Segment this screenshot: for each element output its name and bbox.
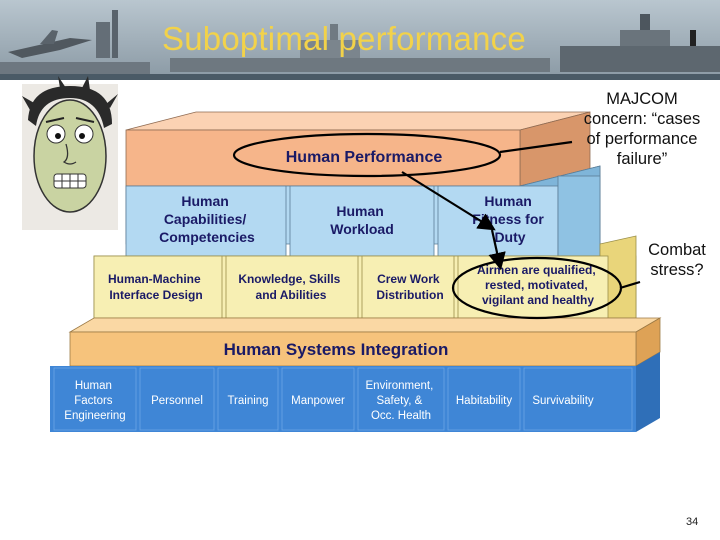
tier3-ksa-block — [225, 255, 359, 319]
base-hfe-line-1: Human — [75, 380, 112, 392]
tier3-interface-block — [93, 255, 223, 319]
svg-text:Human Capabilities/: Human Capabilities/ Competencies — [159, 193, 255, 245]
base-survivability-label: Survivability — [532, 395, 594, 407]
majcom-callout-line-4: failure” — [616, 150, 668, 168]
base-esoh-line-2: Safety, & — [376, 395, 422, 407]
base-esoh-cell — [357, 367, 445, 431]
page-number: 34 — [686, 516, 699, 528]
tier2-workload-block — [289, 185, 435, 257]
human-performance-block: Human Performance — [125, 111, 591, 187]
majcom-callout: MAJCOM concern: “cases of performance fa… — [566, 89, 718, 169]
combat-callout-line-2: stress? — [650, 261, 704, 279]
base-survivability-cell — [523, 367, 633, 431]
hsi-band: Human Systems Integration — [68, 317, 662, 367]
base-manpower-cell — [281, 367, 355, 431]
human-performance-label: Human Performance — [286, 149, 443, 166]
svg-text:Environment, Safety, &: Environment, Safety, & Occ. Health — [366, 380, 437, 422]
tier2-workload-line-2: Workload — [330, 221, 394, 237]
tier2-capabilities-line-3: Competencies — [159, 229, 255, 245]
base-hfe-line-2: Factors — [74, 395, 113, 407]
base-personnel-label: Personnel — [151, 395, 203, 407]
tier2-capabilities-block — [125, 185, 287, 257]
base-training-label: Training — [227, 395, 268, 407]
human-performance-oval — [232, 132, 502, 178]
tier2-fitness-line-3: Duty — [494, 229, 525, 245]
header-banner: Suboptimal performance — [0, 0, 720, 80]
base-esoh-line-3: Occ. Health — [371, 410, 431, 422]
majcom-callout-line-2: concern: “cases — [583, 110, 701, 128]
tier2-capabilities-line-2: Capabilities/ — [164, 211, 247, 227]
naval-photo-banner — [0, 0, 720, 80]
combat-connector-line — [619, 280, 641, 290]
tier2-workload-line-1: Human — [336, 203, 383, 219]
base-habitability-cell — [447, 367, 521, 431]
tier3-airmen-line-3: vigilant and healthy — [482, 293, 594, 307]
stressed-face-image — [22, 76, 118, 230]
majcom-connector-line — [499, 140, 573, 154]
svg-text:Airmen are qualified, re: Airmen are qualified, rested, motivated,… — [477, 263, 599, 307]
svg-text:Human-Machine Interface: Human-Machine Interface Design — [108, 272, 204, 302]
tier3-airmen-block — [457, 255, 609, 319]
svg-text:Human Factors Engi: Human Factors Engineering — [64, 380, 125, 422]
tier3-crew-line-2: Distribution — [376, 288, 443, 302]
performance-to-fitness-arrow — [401, 171, 496, 231]
tier2-capabilities-line-1: Human — [181, 193, 228, 209]
base-manpower-label: Manpower — [291, 395, 345, 407]
tier3-row: Human-Machine Interface Design Knowledge… — [93, 235, 637, 319]
tier3-airmen-line-2: rested, motivated, — [485, 278, 588, 292]
svg-text:Knowledge, Skills and Ab: Knowledge, Skills and Abilities — [238, 272, 343, 302]
majcom-callout-line-3: of performance — [586, 130, 698, 148]
tier2-fitness-line-2: Fitness for — [472, 211, 544, 227]
slide-title: Suboptimal performance — [162, 20, 526, 57]
base-esoh-line-1: Environment, — [366, 380, 434, 392]
base-training-cell — [217, 367, 279, 431]
tier3-crew-block — [361, 255, 455, 319]
combat-callout-line-1: Combat — [648, 241, 706, 259]
tier3-interface-line-1: Human-Machine — [108, 272, 201, 286]
hsi-domains-row: Human Factors Engineering Personnel Trai… — [50, 352, 660, 432]
tier2-fitness-line-1: Human — [484, 193, 531, 209]
tier3-crew-line-1: Crew Work — [377, 272, 440, 286]
tier3-ksa-line-1: Knowledge, Skills — [238, 272, 340, 286]
tier2-fitness-block — [437, 185, 559, 257]
callout-annotations — [232, 132, 641, 320]
tier3-airmen-line-1: Airmen are qualified, — [477, 263, 596, 277]
combat-stress-callout: Combat stress? — [634, 240, 720, 280]
svg-text:Human Workload: Human Workload — [330, 203, 394, 237]
tier3-interface-line-2: Interface Design — [109, 288, 202, 302]
base-hfe-line-3: Engineering — [64, 410, 125, 422]
majcom-callout-line-1: MAJCOM — [606, 90, 678, 108]
base-hfe-cell — [53, 367, 137, 431]
fitness-to-airmen-arrow — [488, 229, 506, 271]
tier3-ksa-line-2: and Abilities — [256, 288, 327, 302]
base-personnel-cell — [139, 367, 215, 431]
base-habitability-label: Habitability — [456, 395, 512, 407]
hsi-label: Human Systems Integration — [224, 340, 449, 359]
svg-text:Crew Work Distribution: Crew Work Distribution — [376, 272, 443, 302]
